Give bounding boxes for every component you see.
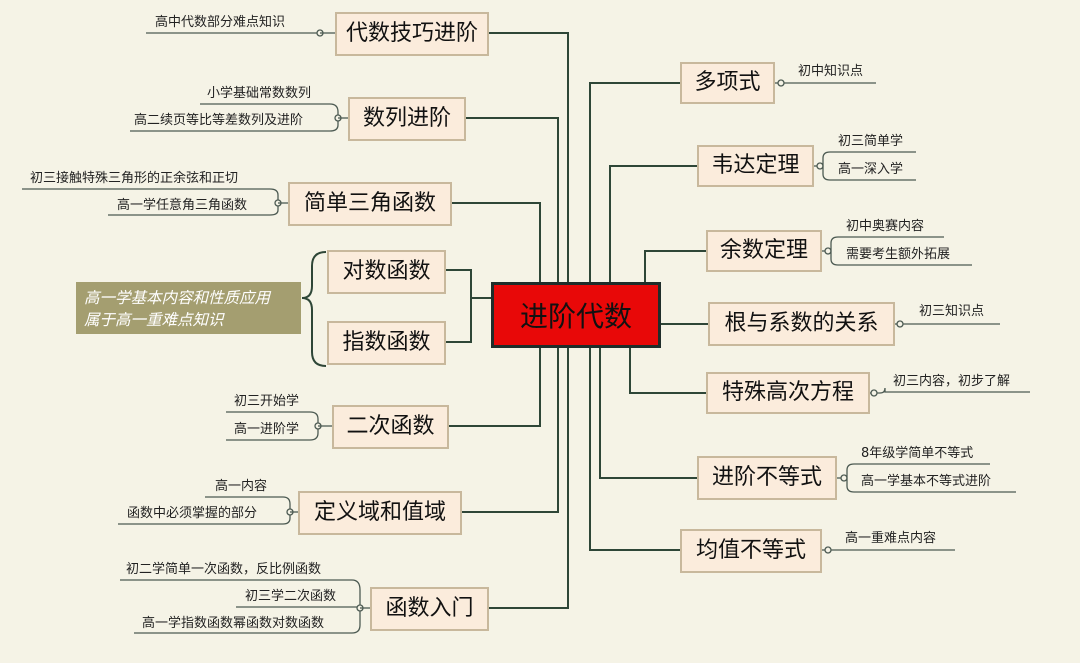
leaf-text: 初三接触特殊三角形的正余弦和正切 [30,171,239,186]
leaf-text: 高一学任意角三角函数 [117,198,248,213]
branch-quadratic-functions[interactable]: 二次函数 [332,405,449,449]
branch-exponential-functions[interactable]: 指数函数 [327,321,446,365]
leaf-text: 高一内容 [215,479,268,494]
note-line: 属于高一重难点知识 [84,311,224,329]
leaf-text: 高一学基本不等式进阶 [861,474,992,489]
branch-roots-coefficients[interactable]: 根与系数的关系 [708,302,895,346]
branch-mean-inequality[interactable]: 均值不等式 [680,529,822,573]
leaf-text: 高一重难点内容 [845,531,937,546]
leaf-text: 初三知识点 [919,304,985,319]
branch-polynomials[interactable]: 多项式 [680,62,775,104]
branch-high-degree-equations[interactable]: 特殊高次方程 [706,372,870,414]
leaf-text: 初三开始学 [234,394,300,409]
leaf-text: 8年级学简单不等式 [861,446,974,461]
branch-logarithmic-functions[interactable]: 对数函数 [327,250,446,294]
leaf-text: 初三内容，初步了解 [893,374,1011,389]
leaf-text: 小学基础常数数列 [207,86,312,101]
leaf-text: 高一深入学 [838,162,904,177]
branch-sequences[interactable]: 数列进阶 [348,97,466,141]
leaf-text: 高中代数部分难点知识 [155,15,286,30]
branch-remainder-theorem[interactable]: 余数定理 [706,230,822,272]
summary-note: 高一学基本内容和性质应用 属于高一重难点知识 [76,282,301,334]
leaf-text: 初二学简单一次函数，反比例函数 [126,562,322,577]
center-topic[interactable]: 进阶代数 [491,282,661,348]
leaf-text: 需要考生额外拓展 [846,247,951,262]
branch-trigonometric-functions[interactable]: 简单三角函数 [288,182,452,226]
note-line: 高一学基本内容和性质应用 [84,289,271,307]
leaf-text: 函数中必须掌握的部分 [127,506,258,521]
leaf-text: 高一学指数函数幂函数对数函数 [142,616,325,631]
branch-advanced-inequalities[interactable]: 进阶不等式 [697,456,837,500]
branch-vieta-theorem[interactable]: 韦达定理 [697,145,814,187]
leaf-text: 高一进阶学 [234,422,300,437]
leaf-text: 高二续页等比等差数列及进阶 [134,113,304,128]
leaf-text: 初三简单学 [838,134,904,149]
branch-function-intro[interactable]: 函数入门 [370,587,489,631]
branch-domain-range[interactable]: 定义域和值域 [298,491,462,535]
branch-algebra-techniques[interactable]: 代数技巧进阶 [335,12,489,56]
leaf-text: 初中知识点 [798,64,864,79]
leaf-text: 初三学二次函数 [245,589,337,604]
leaf-text: 初中奥赛内容 [846,219,925,234]
